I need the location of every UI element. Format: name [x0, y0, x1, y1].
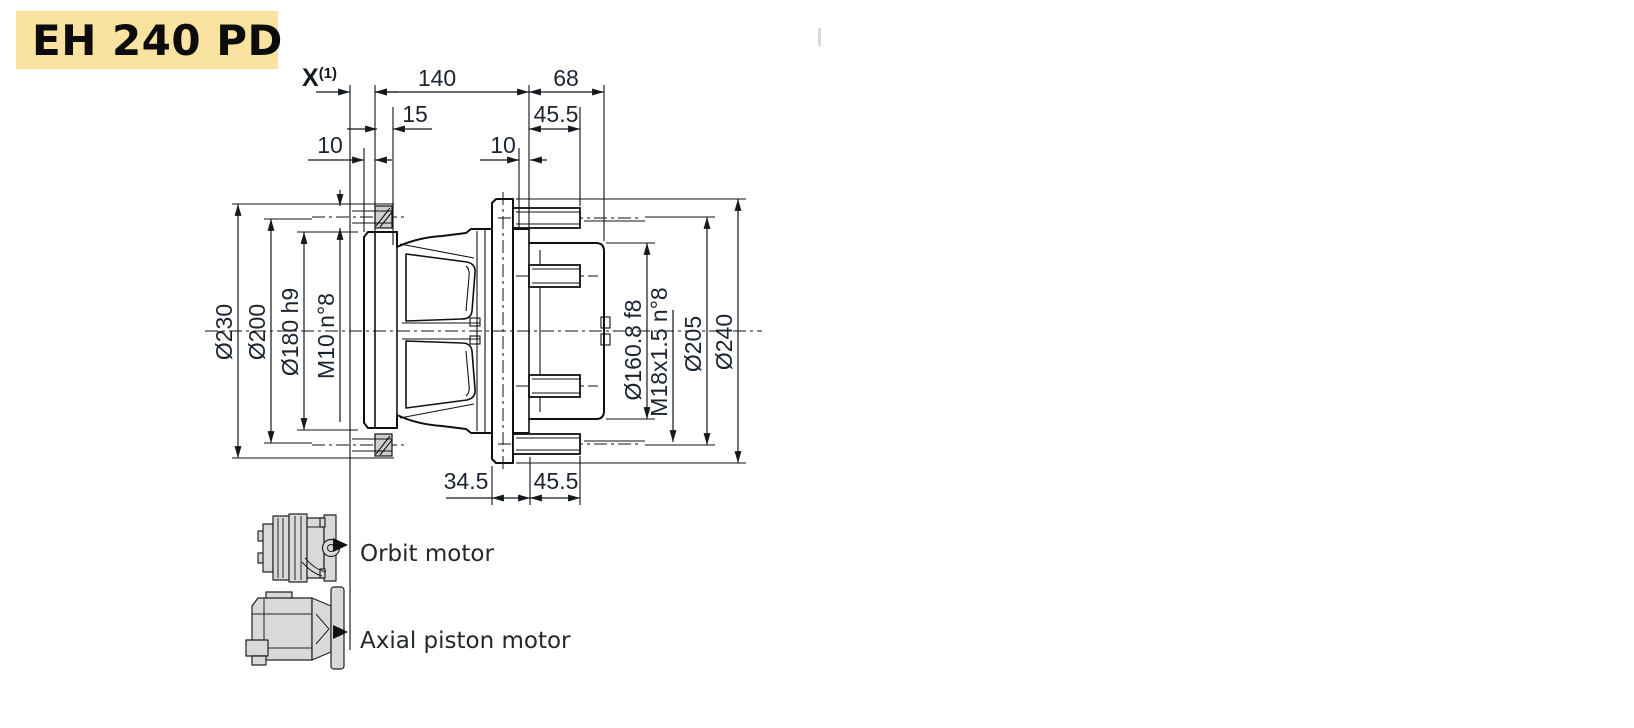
dim-dia-230: Ø230: [211, 304, 237, 360]
dim-dia-160-8: Ø160.8 f8: [620, 299, 646, 400]
axial-piston-motor-pointer-arrow: [333, 625, 348, 639]
dim-45-5-top: 45.5: [534, 101, 579, 127]
axial-piston-motor-icon: [245, 586, 345, 670]
dim-dia-240: Ø240: [711, 314, 737, 370]
dim-x-ref-sup: (1): [319, 65, 337, 82]
m18-studs: [512, 207, 581, 455]
dimension-lines: [234, 88, 742, 502]
title-badge-bg: [16, 11, 278, 69]
dim-dia-205: Ø205: [680, 316, 706, 372]
orbit-motor-label: Orbit motor: [360, 541, 494, 567]
dim-dia-200: Ø200: [244, 304, 270, 360]
legend-item-axial-piston-motor: Axial piston motor: [245, 586, 571, 670]
dim-x-ref: X(1): [302, 64, 337, 92]
dim-34-5: 34.5: [444, 468, 489, 494]
axial-piston-motor-label: Axial piston motor: [360, 628, 571, 654]
legend-item-orbit-motor: Orbit motor: [257, 513, 494, 583]
orbit-motor-icon: [257, 513, 341, 583]
gearbox-outline: [352, 198, 611, 464]
dim-45-5-bottom: 45.5: [534, 468, 579, 494]
m10-bolt-bottom: [374, 433, 393, 457]
scrollbar-fragment: [818, 28, 821, 46]
dim-10-left: 10: [317, 132, 343, 158]
dim-10-right: 10: [490, 132, 516, 158]
dimension-labels: X(1) 140 68 15 45.5 10 10 34.5 45.5 Ø230…: [211, 64, 737, 494]
dim-x-ref-base: X: [302, 64, 319, 92]
title-badge: EH 240 PD: [16, 11, 283, 69]
page-title: EH 240 PD: [32, 16, 283, 65]
dim-m18: M18x1.5 n°8: [646, 287, 672, 416]
dim-m10: M10 n°8: [313, 293, 339, 379]
dim-68: 68: [553, 65, 579, 91]
m10-bolt-top: [374, 205, 393, 229]
dim-dia-180: Ø180 h9: [277, 288, 303, 376]
dim-140: 140: [418, 65, 456, 91]
orbit-motor-pointer-arrow: [333, 538, 348, 552]
dim-15: 15: [402, 101, 428, 127]
